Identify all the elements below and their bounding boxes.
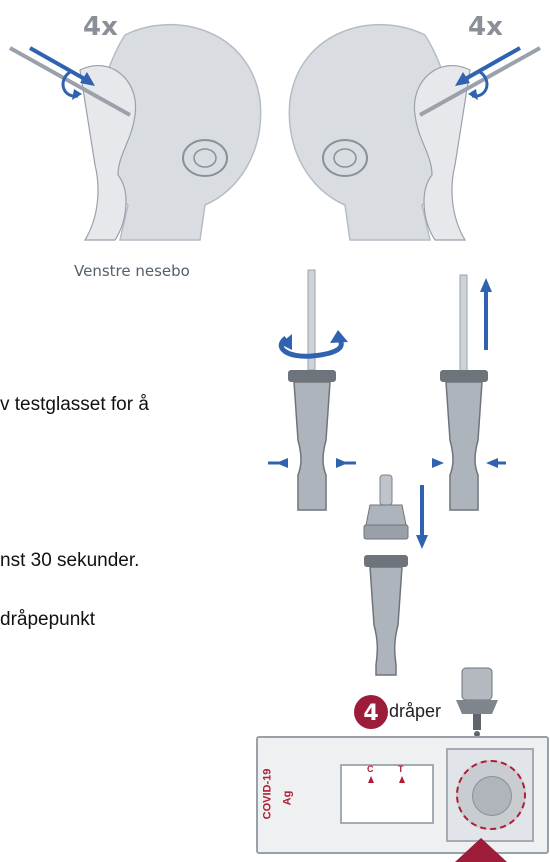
instruction-line-2: nst 30 sekunder. — [0, 550, 139, 572]
tube-rotate-illustration — [268, 270, 358, 520]
nostril-caption: Venstre nesebo — [74, 262, 190, 280]
instruction-line-3: dråpepunkt — [0, 609, 95, 631]
sample-well-inner — [472, 776, 512, 816]
dropper-tube-illustration — [448, 668, 508, 738]
sample-well — [456, 760, 526, 830]
marker-c: C — [367, 764, 374, 774]
cassette-label-ag: Ag — [281, 791, 293, 806]
result-window: C T — [340, 764, 434, 824]
right-head-illustration — [290, 0, 550, 240]
marker-t: T — [398, 764, 404, 774]
pointer-triangle — [455, 838, 507, 862]
sample-well-frame — [446, 748, 534, 842]
instruction-line-1: v testglasset for å — [0, 394, 149, 416]
marker-c-arrow — [368, 776, 374, 783]
drop-word: dråper — [389, 701, 441, 722]
tube-remove-swab-illustration — [428, 270, 518, 520]
drop-count-badge: 4 — [353, 692, 393, 732]
drop-count-number: 4 — [363, 701, 378, 726]
cassette-label-covid: COVID-19 — [261, 769, 273, 820]
tube-cap-illustration — [350, 475, 440, 705]
cassette-label: COVID-19 Ag — [260, 758, 300, 838]
marker-t-arrow — [399, 776, 405, 783]
left-head-illustration — [0, 0, 260, 240]
test-cassette: COVID-19 Ag C T — [256, 736, 549, 854]
